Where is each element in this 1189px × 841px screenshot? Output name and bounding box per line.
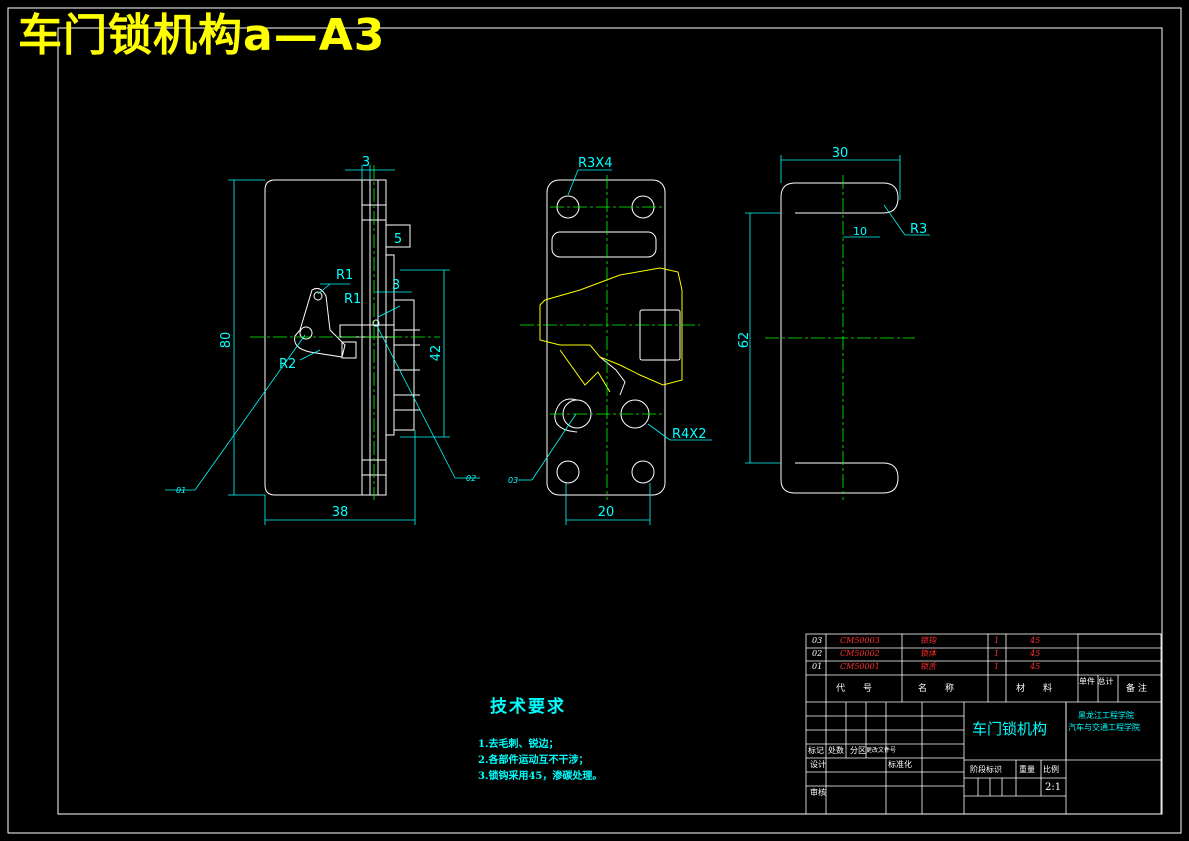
front-view-dimensions (518, 169, 712, 525)
part-name-title: 车门锁机构 (972, 720, 1048, 738)
header-code: 代 号 (836, 684, 873, 694)
right-view-centerlines (765, 175, 915, 500)
right-view (780, 182, 899, 494)
dim-bottom-width: 38 (332, 505, 349, 520)
part-name: 锁体 (920, 649, 936, 658)
side-view-dimension-text: 3 5 3 80 42 38 R1 R1 R2 01 02 (176, 155, 476, 520)
part-no: 02 (812, 649, 823, 658)
front-view-latch (539, 267, 683, 393)
dim-holes-bottom: R4X2 (672, 427, 706, 442)
front-view (546, 179, 681, 496)
balloon-03: 03 (508, 476, 518, 485)
part-material: 45 (1030, 662, 1041, 671)
part-code: CM50003 (840, 636, 880, 645)
part-no: 03 (812, 636, 823, 645)
right-view-dimensions (745, 155, 930, 464)
header-remark: 备 注 (1126, 684, 1147, 694)
dim-mid-height: 42 (429, 345, 444, 362)
tech-requirement-item: 3.锁钩采用45，渗碳处理。 (478, 771, 603, 782)
drawing-title: 车门锁机构a—A3 (18, 10, 386, 61)
part-code: CM50001 (840, 662, 880, 671)
tech-requirement-item: 1.去毛刺、锐边； (478, 739, 559, 750)
label-count: 处数 (828, 746, 844, 755)
label-standardize: 标准化 (888, 760, 912, 769)
part-material: 45 (1030, 636, 1041, 645)
header-unit-total: 单件 总计 (1079, 677, 1114, 686)
scale-value: 2:1 (1045, 782, 1062, 793)
dim-front-bottom-width: 20 (598, 505, 615, 520)
side-view-centerlines (250, 165, 440, 500)
front-view-dimension-text: R3X4 R4X2 20 03 (508, 156, 706, 520)
part-qty: 1 (994, 649, 1000, 658)
label-scale: 比例 (1043, 765, 1059, 774)
dim-gap: 3 (392, 278, 400, 293)
side-view-dimensions (165, 165, 480, 525)
part-qty: 1 (994, 636, 1000, 645)
dim-top-width: 3 (362, 155, 370, 170)
front-view-centerlines (520, 175, 700, 500)
dim-right-height: 62 (737, 332, 752, 349)
header-name: 名 称 (918, 684, 955, 694)
part-name: 锁钩 (920, 636, 936, 645)
label-review: 审核 (810, 788, 826, 797)
part-no: 01 (812, 662, 823, 671)
tech-requirements-title: 技术要求 (490, 697, 566, 717)
part-material: 45 (1030, 649, 1041, 658)
label-mark: 标记 (808, 746, 824, 755)
radius-lower: R2 (279, 357, 296, 372)
tech-requirement-item: 2.各部件运动互不干涉； (478, 755, 589, 766)
parts-list-grid (805, 633, 1162, 815)
radius-upper: R1 (336, 268, 353, 283)
radius-mid: R1 (344, 292, 361, 307)
department-name: 汽车与交通工程学院 (1068, 723, 1140, 732)
part-qty: 1 (994, 662, 1000, 671)
label-weight: 重量 (1019, 765, 1035, 774)
label-stage: 阶段标识 (970, 765, 1002, 774)
balloon-01: 01 (176, 486, 186, 495)
right-view-dimension-text: 30 10 R3 62 (737, 146, 927, 348)
side-view (264, 179, 420, 496)
dim-right-radius: R3 (910, 222, 927, 237)
dim-inner-offset: 10 (853, 225, 867, 238)
header-material: 材 料 (1016, 684, 1053, 694)
part-name: 锁舌 (920, 662, 936, 671)
dim-holes-top: R3X4 (578, 156, 612, 171)
label-change-doc: 更改文件号 (866, 747, 897, 754)
dim-slot-width: 5 (394, 232, 402, 247)
inner-frame (57, 27, 1163, 815)
outer-frame (7, 7, 1182, 834)
part-code: CM50002 (840, 649, 880, 658)
dim-total-height: 80 (219, 332, 234, 349)
dim-right-top-width: 30 (832, 146, 849, 161)
label-zone: 分区 (850, 746, 866, 755)
label-design: 设计 (810, 760, 826, 769)
balloon-02: 02 (466, 474, 476, 483)
school-name: 黑龙江工程学院 (1078, 711, 1134, 720)
